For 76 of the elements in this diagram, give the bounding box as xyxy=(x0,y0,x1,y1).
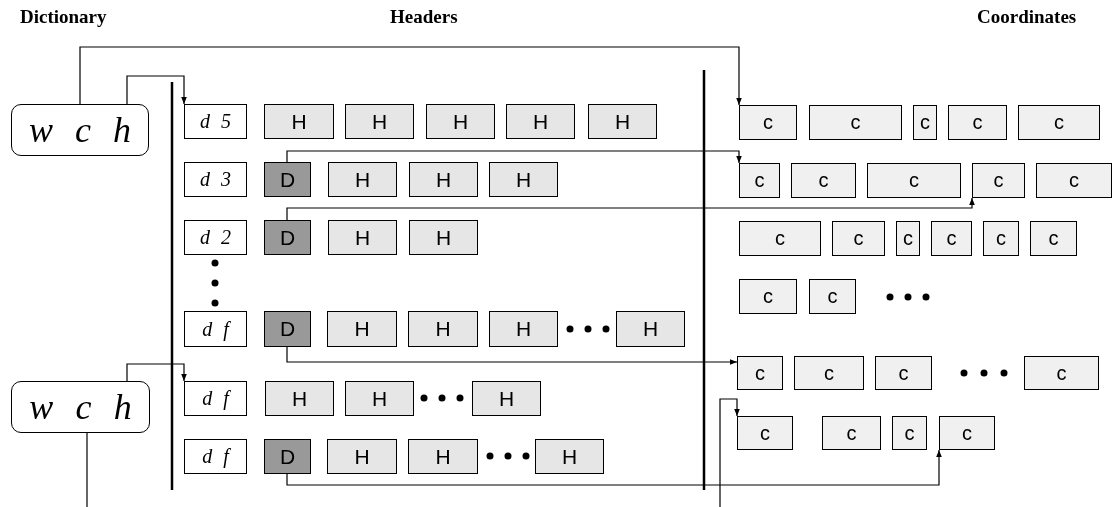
coordinate-block: c xyxy=(896,221,920,256)
column-heading: Coordinates xyxy=(977,6,1077,28)
header-block: H xyxy=(426,104,495,139)
coordinate-block: c xyxy=(737,416,793,450)
header-block: H xyxy=(345,381,414,416)
arrow xyxy=(126,75,187,105)
header-block: H xyxy=(408,311,478,347)
document-pointer-block: D xyxy=(264,439,311,474)
coordinate-block: c xyxy=(822,416,881,450)
document-id-box: d f xyxy=(184,311,247,347)
header-block: H xyxy=(328,220,397,255)
header-block: H xyxy=(345,104,414,139)
coordinate-block: c xyxy=(809,279,856,314)
header-block: H xyxy=(489,162,558,197)
arrow xyxy=(286,150,742,164)
coordinate-block: c xyxy=(791,163,856,198)
header-block: H xyxy=(489,311,558,347)
arrow xyxy=(126,363,187,382)
coordinate-block: c xyxy=(1018,105,1100,140)
coordinate-block: c xyxy=(948,105,1007,140)
document-id-box: d f xyxy=(184,381,247,416)
column-heading: Dictionary xyxy=(20,6,107,28)
document-pointer-block: D xyxy=(264,311,311,347)
coordinate-block: c xyxy=(939,416,995,450)
header-block: H xyxy=(535,439,604,474)
coordinate-block: c xyxy=(1030,221,1077,256)
document-pointer-block: D xyxy=(264,162,311,197)
document-id-box: d 2 xyxy=(184,220,247,255)
variable-letter: c xyxy=(75,109,91,151)
arrow xyxy=(286,197,975,221)
coordinate-block: c xyxy=(983,221,1019,256)
coordinate-block: c xyxy=(875,356,932,390)
coordinate-block: c xyxy=(867,163,961,198)
header-block: H xyxy=(327,439,397,474)
coordinate-block: c xyxy=(1036,163,1112,198)
document-id-box: d 3 xyxy=(184,162,247,197)
header-block: H xyxy=(506,104,575,139)
variable-letter: w xyxy=(29,386,54,428)
coordinate-block: c xyxy=(737,356,783,390)
header-block: H xyxy=(408,439,478,474)
coordinate-block: c xyxy=(739,221,821,256)
coordinate-block: c xyxy=(931,221,972,256)
arrow xyxy=(79,46,742,106)
column-heading: Headers xyxy=(390,6,458,28)
document-id-box: d f xyxy=(184,439,247,474)
header-block: H xyxy=(409,220,478,255)
variable-letter: w xyxy=(29,109,53,151)
header-block: H xyxy=(328,162,397,197)
coordinate-block: c xyxy=(809,105,902,140)
arrow xyxy=(286,449,942,486)
header-block: H xyxy=(264,104,334,139)
header-block: H xyxy=(327,311,397,347)
header-block: H xyxy=(588,104,657,139)
header-block: H xyxy=(265,381,334,416)
header-block: H xyxy=(409,162,478,197)
coordinate-block: c xyxy=(739,163,780,198)
coordinate-block: c xyxy=(1024,356,1099,390)
document-id-box: d 5 xyxy=(184,104,247,139)
document-pointer-block: D xyxy=(264,220,311,255)
variable-letter: h xyxy=(113,109,131,151)
variable-letter: c xyxy=(75,386,92,428)
coordinate-block: c xyxy=(972,163,1025,198)
dictionary-entry-box xyxy=(11,104,149,156)
coordinate-block: c xyxy=(913,105,937,140)
dictionary-entry-box xyxy=(11,381,150,433)
coordinate-block: c xyxy=(832,221,885,256)
arrow xyxy=(719,398,740,507)
coordinate-block: c xyxy=(739,279,797,314)
connector-line xyxy=(86,432,88,507)
arrow xyxy=(286,346,738,365)
header-block: H xyxy=(616,311,685,347)
coordinate-block: c xyxy=(739,105,797,140)
coordinate-block: c xyxy=(794,356,864,390)
header-block: H xyxy=(472,381,541,416)
variable-letter: h xyxy=(113,386,132,428)
coordinate-block: c xyxy=(892,416,927,450)
